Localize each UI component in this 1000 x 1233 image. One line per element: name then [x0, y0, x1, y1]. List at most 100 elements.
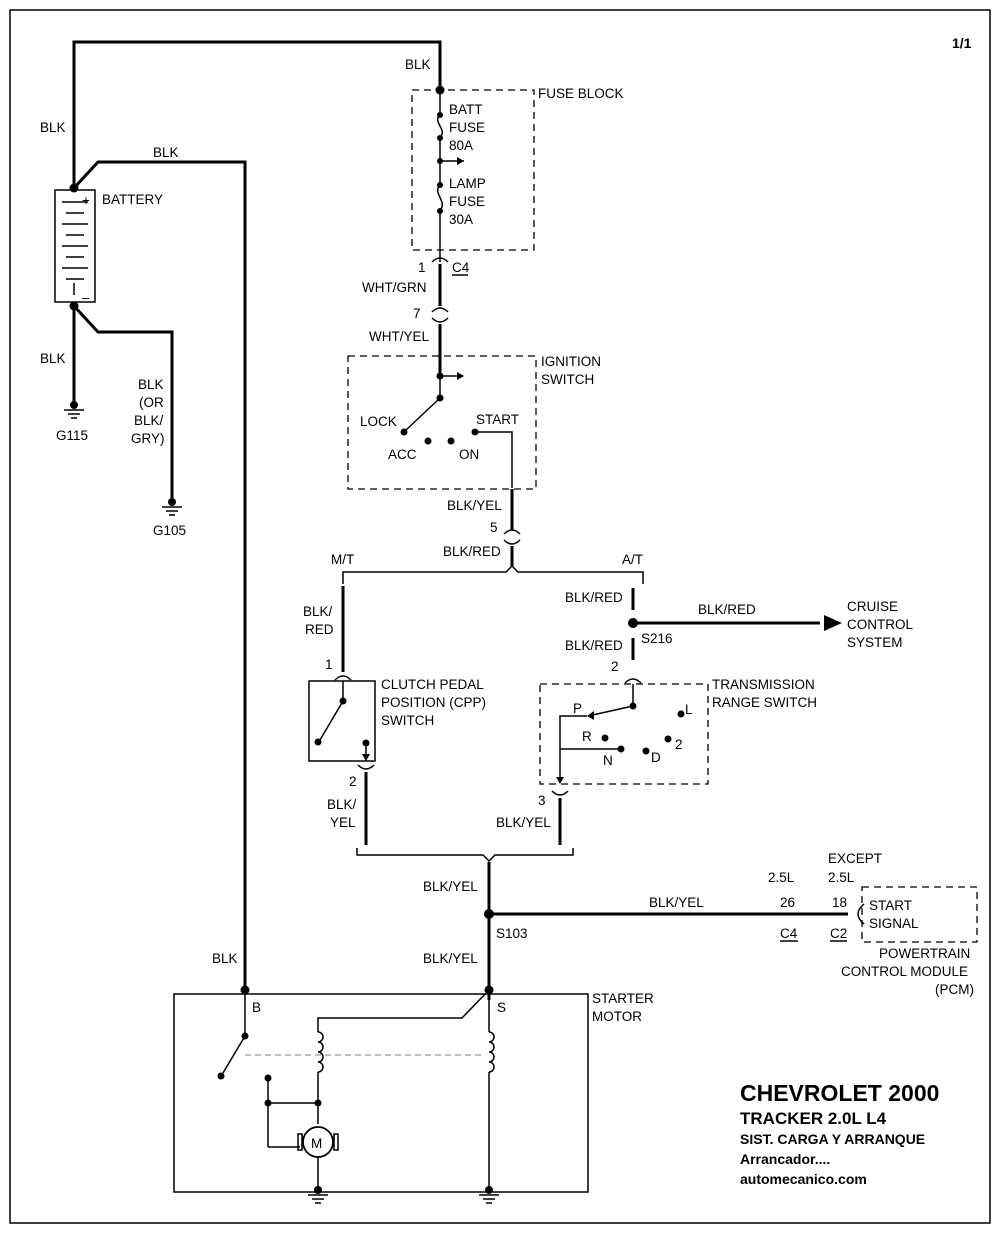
- title-line4: Arrancador....: [740, 1151, 830, 1167]
- title-line3: SIST. CARGA Y ARRANQUE: [740, 1131, 925, 1147]
- wire-blk-starter: [72, 160, 247, 990]
- branch-at: A/T: [622, 552, 643, 567]
- wire-label-blk-g105-4: GRY): [131, 431, 165, 446]
- wire-blk-g105: [72, 304, 174, 498]
- ign-pos-lock: LOCK: [360, 414, 397, 429]
- wire-label-blk-red-at: BLK/RED: [565, 590, 623, 605]
- branch-bracket-bottom: [356, 848, 574, 863]
- lamp-fuse: [437, 182, 443, 256]
- pcm-except: EXCEPT: [828, 851, 882, 866]
- ign-pos-on: ON: [459, 447, 479, 462]
- battery-minus: –: [82, 290, 90, 305]
- battery-label: BATTERY: [102, 192, 163, 207]
- cruise-arrow: [824, 615, 842, 631]
- ignition-switch-box: [347, 355, 537, 490]
- ignition-switch: [400, 372, 513, 488]
- wire-label-blk-yel-trs: BLK/YEL: [496, 815, 551, 830]
- pcm-label-1: POWERTRAIN: [879, 946, 970, 961]
- trs-pos-n: N: [603, 753, 613, 768]
- batt-fuse-line1: BATT: [449, 102, 483, 117]
- wire-label-wht-grn: WHT/GRN: [362, 280, 427, 295]
- starter-term-s: S: [497, 1000, 506, 1015]
- ground-g115: [64, 401, 84, 419]
- ground-g105: [162, 498, 182, 516]
- wire-label-blk-red-mt-1: BLK/: [303, 604, 333, 619]
- trs-label-1: TRANSMISSION: [712, 677, 815, 692]
- ign-pos-start: START: [476, 412, 519, 427]
- wire-label-blk-red-trs: BLK/RED: [565, 638, 623, 653]
- cpp-pin-bottom: 2: [349, 774, 357, 789]
- batt-fuse-line2: FUSE: [449, 120, 485, 135]
- cpp-label-1: CLUTCH PEDAL: [381, 677, 484, 692]
- s216-label: S216: [641, 631, 673, 646]
- wire-label-blk-yel-pcm: BLK/YEL: [649, 895, 704, 910]
- title-line2: TRACKER 2.0L L4: [740, 1109, 887, 1128]
- title-line1: CHEVROLET 2000: [740, 1080, 939, 1106]
- cpp-pin-top: 1: [325, 657, 333, 672]
- fuse-block-label: FUSE BLOCK: [538, 86, 624, 101]
- trs-pos-2: 2: [675, 737, 683, 752]
- pcm-25l-a: 2.5L: [768, 870, 795, 885]
- cpp-label-2: POSITION (CPP): [381, 695, 486, 710]
- pin5-label: 5: [490, 520, 498, 535]
- starter-internals: [217, 989, 495, 1190]
- trs-pos-r: R: [582, 729, 592, 744]
- starter-label-1: STARTER: [592, 991, 654, 1006]
- pcm-pin-26: 26: [780, 895, 795, 910]
- trs-pos-p: P: [573, 701, 582, 716]
- trs-box: [539, 683, 709, 785]
- pcm-box: [861, 886, 978, 943]
- pcm-pin-18: 18: [832, 895, 847, 910]
- wire-label-blk-yel-cpp-1: BLK/: [327, 797, 357, 812]
- trs-switch: [556, 684, 685, 784]
- cpp-label-3: SWITCH: [381, 713, 434, 728]
- cpp-switch-box: [308, 680, 376, 762]
- wire-label-blk-batt: BLK: [153, 145, 179, 160]
- starter-grounds: [308, 1186, 499, 1204]
- fuse-block-box: [411, 89, 535, 251]
- batt-fuse-line3: 80A: [449, 138, 473, 153]
- diagram-border: [9, 9, 991, 1224]
- wire-label-blk-g115: BLK: [40, 351, 66, 366]
- branch-mt: M/T: [331, 552, 354, 567]
- branch-bracket-top: [342, 564, 644, 584]
- trs-pin-top: 2: [611, 659, 619, 674]
- wire-label-blk-g105-3: BLK/: [134, 413, 164, 428]
- trs-pos-d: D: [651, 750, 661, 765]
- starter-term-b: B: [252, 1000, 261, 1015]
- wire-blk-top: [72, 40, 442, 188]
- wire-label-blk-red-cruise: BLK/RED: [698, 602, 756, 617]
- trs-label-2: RANGE SWITCH: [712, 695, 817, 710]
- c4-label: C4: [452, 260, 470, 275]
- c4-pin: 1: [418, 260, 426, 275]
- starter-motor-m: M: [311, 1136, 322, 1151]
- wire-label-blk-top: BLK: [405, 57, 431, 72]
- starter-box: [173, 993, 589, 1193]
- pcm-conn-c2: C2: [830, 926, 847, 941]
- wire-label-blk-left: BLK: [40, 120, 66, 135]
- lamp-fuse-line2: FUSE: [449, 194, 485, 209]
- pcm-label-2: CONTROL MODULE: [841, 964, 968, 979]
- lamp-fuse-line1: LAMP: [449, 176, 486, 191]
- pcm-conn-c4: C4: [780, 926, 798, 941]
- title-line5: automecanico.com: [740, 1171, 867, 1187]
- cruise-label-1: CRUISE: [847, 599, 898, 614]
- cruise-label-2: CONTROL: [847, 617, 913, 632]
- pin7-label: 7: [413, 306, 421, 321]
- batt-fuse: [437, 90, 464, 183]
- starter-label-2: MOTOR: [592, 1009, 642, 1024]
- pcm-inner-1: START: [869, 898, 912, 913]
- lamp-fuse-line3: 30A: [449, 212, 473, 227]
- wire-label-blk-red-mt-2: RED: [305, 622, 334, 637]
- pcm-label-3: (PCM): [935, 982, 974, 997]
- battery-plus: +: [82, 193, 90, 208]
- wire-label-blk-yel-starter: BLK/YEL: [423, 951, 478, 966]
- pcm-25l-b: 2.5L: [828, 870, 855, 885]
- wire-label-blk-starter: BLK: [212, 951, 238, 966]
- wire-label-blk-yel-join: BLK/YEL: [423, 879, 478, 894]
- cpp-switch: [314, 681, 370, 761]
- wire-label-blk-red-main: BLK/RED: [443, 544, 501, 559]
- wire-label-blk-g105-2: (OR: [139, 395, 164, 410]
- ign-pos-acc: ACC: [388, 447, 417, 462]
